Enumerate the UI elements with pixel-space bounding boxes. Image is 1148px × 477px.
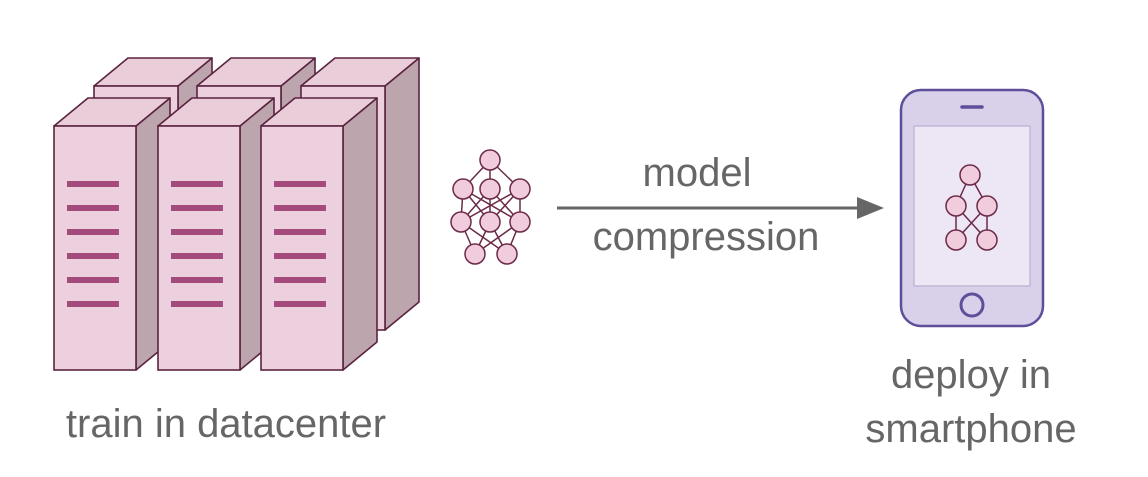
server-unit [260, 97, 378, 371]
arrow-label-compression: compression [593, 215, 820, 259]
network-node [945, 229, 967, 251]
network-node [479, 178, 501, 200]
datacenter-label: train in datacenter [66, 402, 386, 446]
network-edge [460, 188, 521, 223]
network-node [479, 211, 501, 233]
network-node [450, 211, 472, 233]
server-front-face [53, 125, 137, 371]
server-slot [67, 229, 119, 235]
server-slot [171, 229, 223, 235]
network-node [509, 178, 531, 200]
server-unit [53, 97, 171, 371]
network-node [509, 211, 531, 233]
server-slot [274, 181, 326, 187]
server-slot [171, 301, 223, 307]
server-side-face [384, 57, 420, 331]
server-front-face [260, 125, 344, 371]
network-node [976, 229, 998, 251]
network-node [976, 195, 998, 217]
smartphone-label-line2: smartphone [865, 407, 1076, 451]
arrow-label-model: model [643, 151, 752, 195]
server-slot [67, 181, 119, 187]
arrow-right-icon [557, 197, 884, 219]
server-slot [171, 253, 223, 259]
server-rack-icon [53, 57, 420, 371]
smartphone-icon [899, 88, 1045, 328]
server-slot [67, 301, 119, 307]
network-node [452, 178, 474, 200]
server-slot [67, 205, 119, 211]
server-front-face [157, 125, 241, 371]
server-side-face [342, 97, 378, 371]
server-slot [171, 277, 223, 283]
network-node [464, 243, 486, 265]
network-node [479, 149, 501, 171]
small-neural-network-icon [945, 164, 998, 251]
smartphone-label-line1: deploy in [891, 353, 1051, 397]
neural-network-icon [450, 149, 531, 265]
server-unit [157, 97, 275, 371]
server-slot [67, 253, 119, 259]
server-slot [274, 301, 326, 307]
network-node [945, 195, 967, 217]
server-slot [274, 229, 326, 235]
server-slot [274, 205, 326, 211]
network-node [496, 243, 518, 265]
server-slot [171, 205, 223, 211]
network-edges [460, 159, 521, 255]
server-slot [274, 253, 326, 259]
server-slot [171, 181, 223, 187]
network-node [959, 164, 981, 186]
server-slot [274, 277, 326, 283]
server-slot [67, 277, 119, 283]
